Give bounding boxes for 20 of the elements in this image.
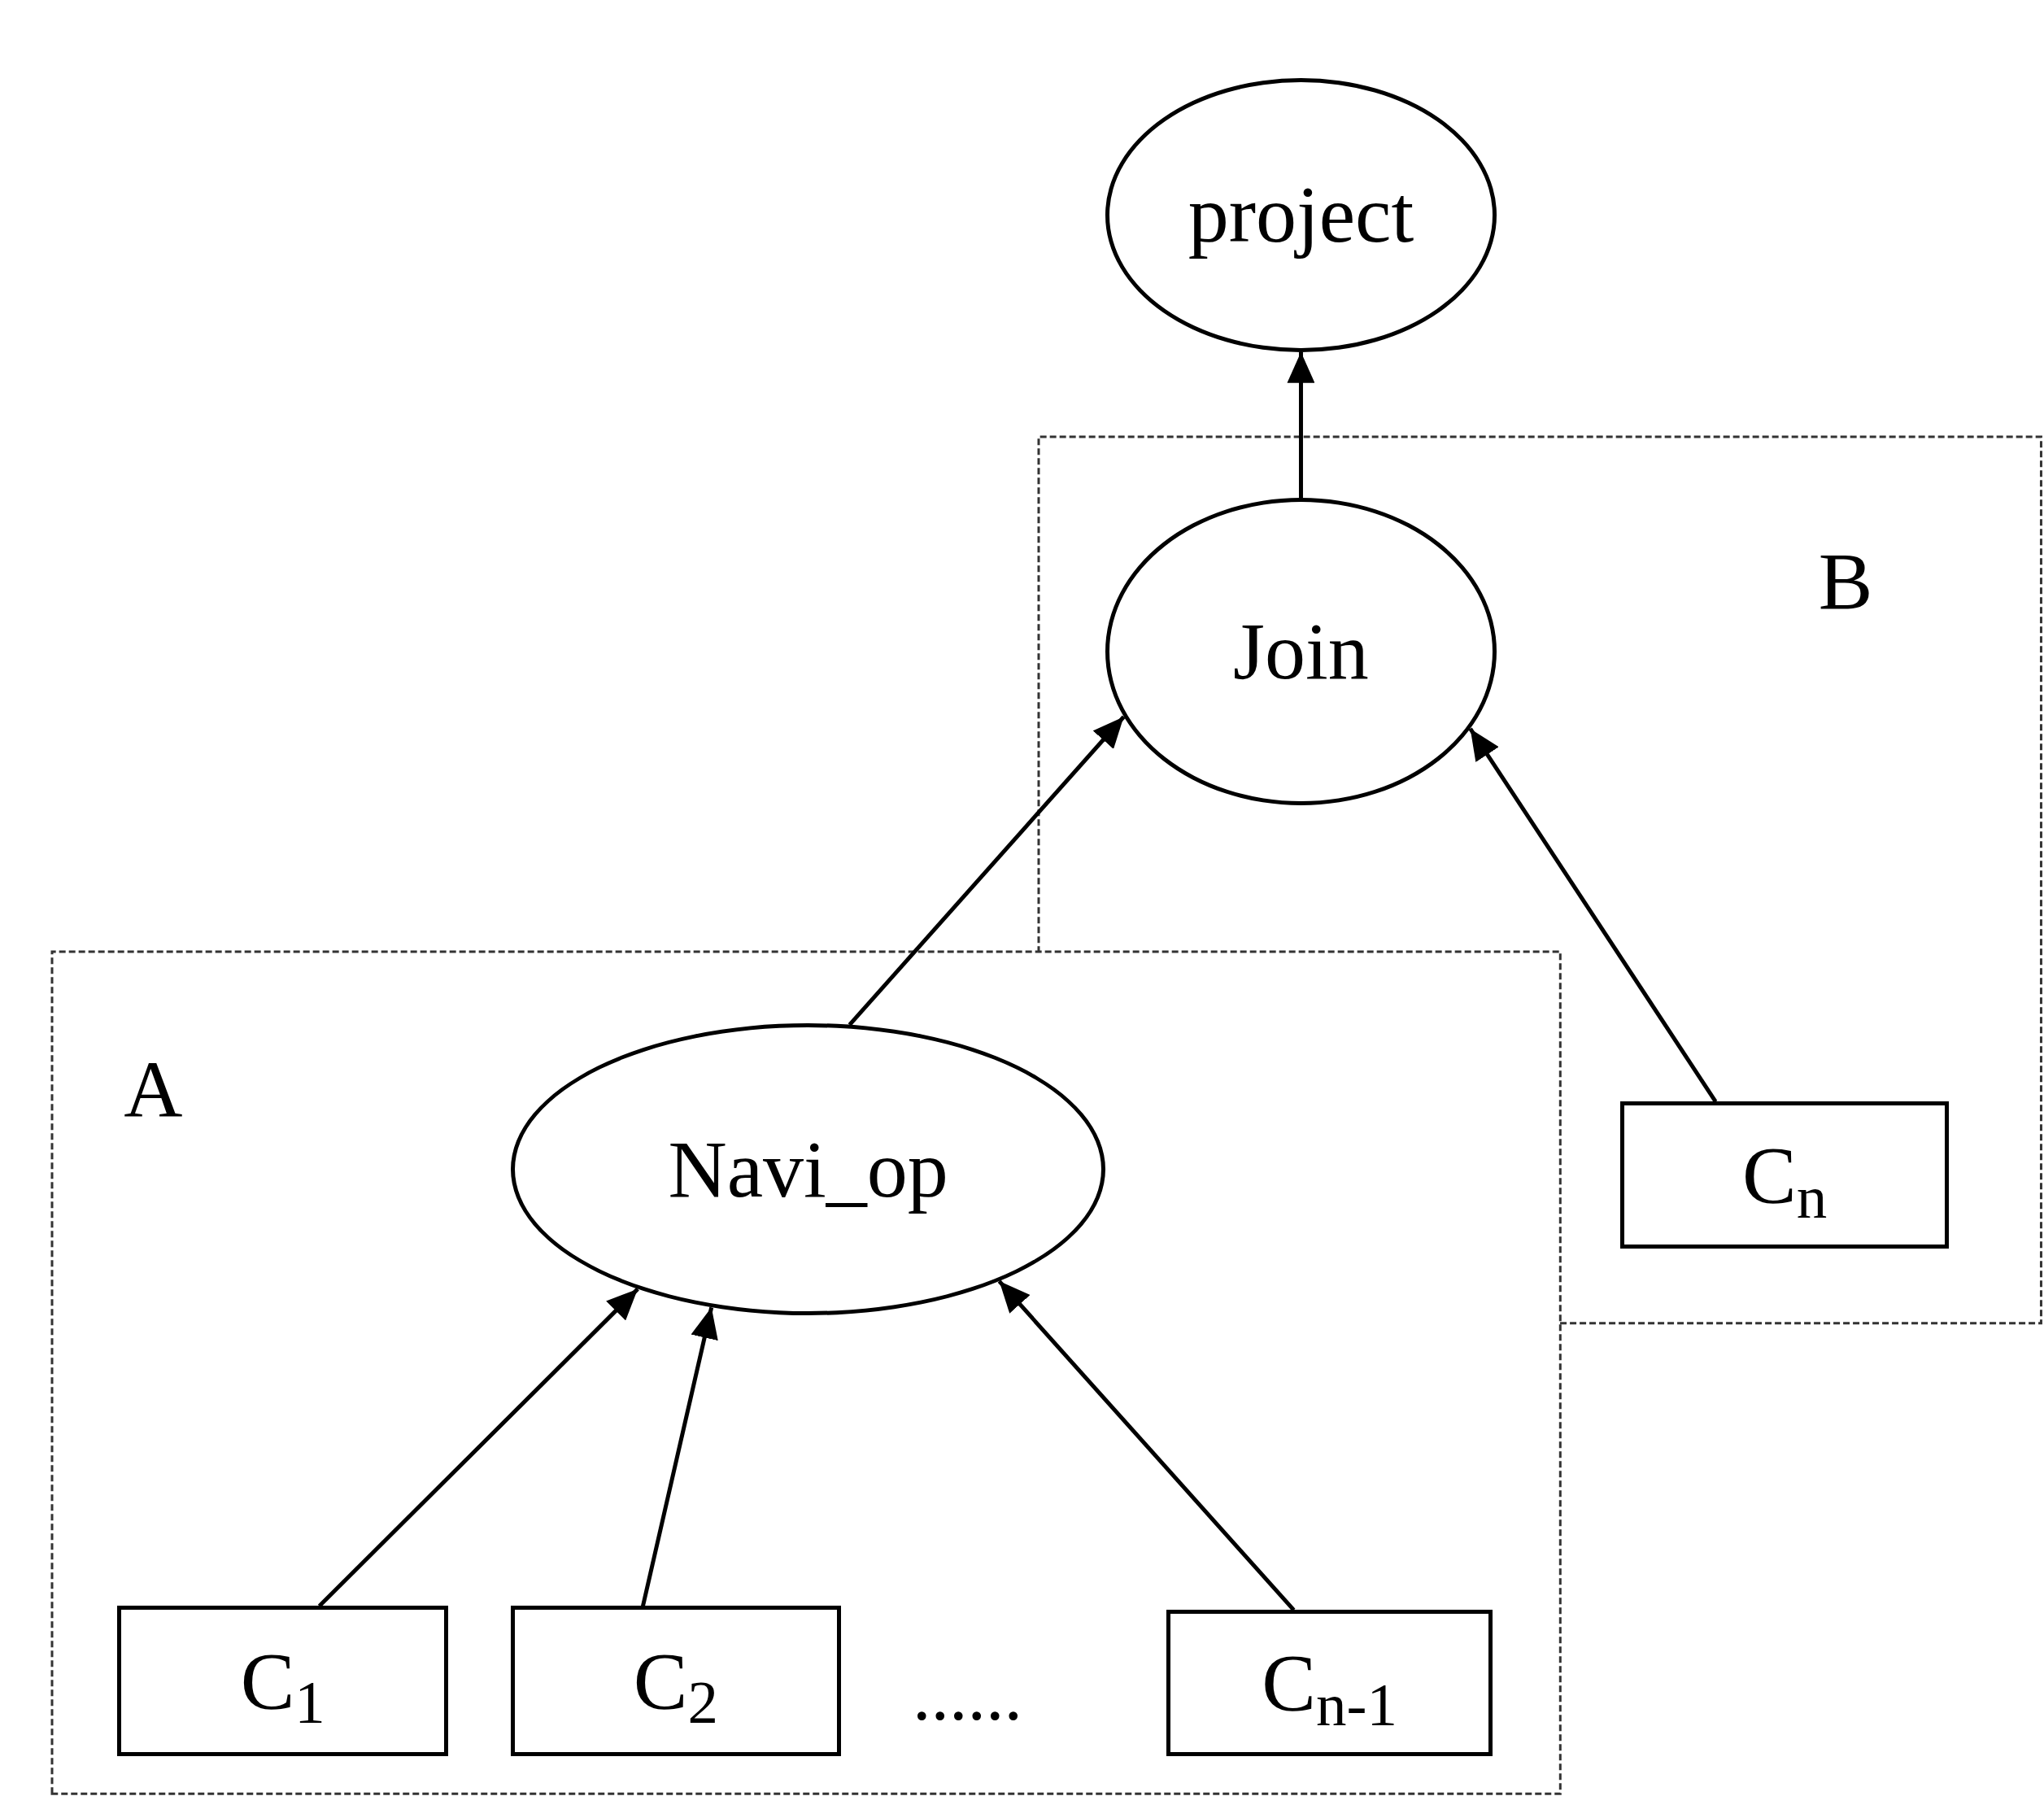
region-box [1039,436,2042,1323]
node-label: C$_{1}$ [240,1640,325,1722]
arrow [848,715,1126,1027]
ellipsis-text: ...... [912,1658,1022,1732]
process-box [117,1606,449,1756]
process-box [1620,1101,1949,1249]
region-box [52,951,1561,1794]
process-box [1166,1610,1493,1756]
arrow [997,1279,1296,1611]
node-label: C$_{2}$ [633,1640,719,1722]
arrow [1468,727,1718,1103]
arrow [1287,351,1315,499]
region-label: A [124,1049,183,1131]
arrow [641,1306,718,1607]
arrow [317,1287,639,1608]
node-label: C$_{n-1}$ [1262,1642,1398,1724]
process-box [511,1606,841,1756]
node-label: Join [1233,611,1369,693]
region-label: B [1818,541,1873,623]
node-label: C$_{n}$ [1741,1134,1828,1216]
